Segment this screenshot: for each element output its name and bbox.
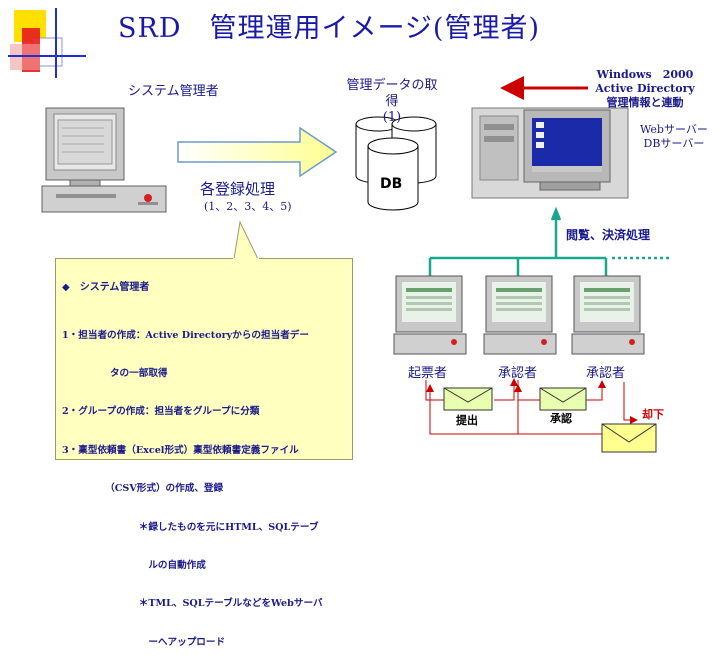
approve-label: 承認 [550,412,572,425]
envelope-submit [443,387,493,411]
workflow-flow [425,378,638,435]
note-line: 3・稟型依頼書（Excel形式）稟型依頼書定義ファイル [62,444,299,456]
note-pointer [233,220,259,260]
admin-note-box [55,258,353,460]
db-cylinders [355,116,437,211]
note-line: （CSV形式）の作成、登録 [62,483,224,495]
server-computer [471,107,629,199]
network-lines [428,206,672,276]
admin-computer [41,107,167,213]
note-body: 1・担当者の作成：Active Directoryからの担当者デー タの一部取得… [62,304,323,662]
envelope-approve [539,387,587,411]
registration-label: 各登録処理 [200,180,276,198]
reject-label: 却下 [642,408,664,421]
client-computers [393,275,645,355]
windows-line1: Windows 2000 [596,68,694,81]
register-arrow [177,126,338,178]
note-line: 2・グループの作成：担当者をグループに分類 [62,406,260,418]
windows-2000-label: Windows 2000 Active Directory 管理情報と連動 [590,68,700,110]
note-line: ルの自動作成 [62,559,206,571]
approver-label-1: 承認者 [498,366,538,381]
windows-line3: 管理情報と連動 [606,96,684,109]
requester-label: 起票者 [408,366,448,381]
envelope-reject [601,423,657,453]
data-acquisition-line2: (1) [382,110,402,125]
page-title: SRD 管理運用イメージ(管理者) [118,13,540,44]
data-acquisition-label: 管理データの取得 (1) [342,78,442,126]
approver-label-2: 承認者 [586,366,626,381]
note-line: ＊録したものを元にHTML、SQLテーブ [62,521,319,533]
note-line: ＊TML、SQLテーブルなどをWebサーバ [62,598,323,610]
note-line: ーへアップロード [62,636,226,648]
submit-label: 提出 [456,414,478,427]
view-approve-label: 閲覧、決済処理 [566,228,651,242]
data-acquisition-line1: 管理データの取得 [346,78,438,109]
system-admin-label: システム管理者 [128,84,219,99]
web-server-label: Webサーバー [640,123,708,136]
server-label: Webサーバー DBサーバー [640,123,708,151]
note-pointer-cover [233,258,259,261]
note-line: タの一部取得 [62,367,168,379]
note-line: 1・担当者の作成：Active Directoryからの担当者デー [62,329,309,341]
note-heading: ◆ システム管理者 [62,282,150,293]
windows-line2: Active Directory [595,82,695,95]
title-decoration [8,8,86,78]
registration-steps-label: (1、2、3、4、5) [204,200,292,213]
db-server-label: DBサーバー [643,137,705,150]
diagram-canvas [8,8,672,453]
db-label: DB [380,176,403,192]
